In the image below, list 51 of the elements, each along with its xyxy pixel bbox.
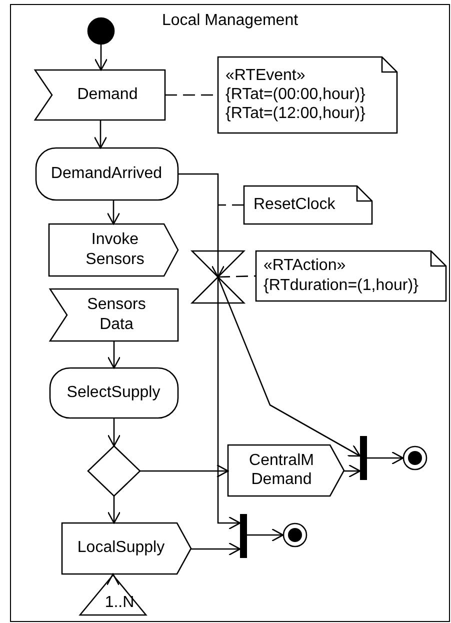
node-label: SelectSupply <box>66 382 160 402</box>
arrow <box>367 451 404 465</box>
join-bar <box>360 436 366 480</box>
note-text: ResetClock <box>254 194 336 214</box>
note-text: {RTat=(12:00,hour)} <box>226 104 366 124</box>
arrow <box>94 44 108 71</box>
decision-diamond <box>88 446 140 496</box>
hourglass-shape <box>192 250 244 302</box>
initial-node <box>88 18 114 44</box>
join-bar <box>240 514 246 558</box>
final-node <box>402 446 426 470</box>
send-signal-shape <box>62 522 190 574</box>
arrow <box>106 200 120 225</box>
node-label: LocalSupply <box>77 538 165 558</box>
send-signal-shape <box>228 444 344 496</box>
action-box <box>50 368 178 418</box>
note-box <box>244 186 372 224</box>
note-box <box>218 56 396 132</box>
arrow <box>344 464 361 478</box>
note-text: «RTAction» <box>264 256 346 276</box>
arrow <box>178 173 225 278</box>
node-label: DemandArrived <box>50 164 162 184</box>
dashed-line <box>218 275 256 278</box>
accept-event-shape <box>50 288 178 340</box>
arrow <box>140 464 229 478</box>
arrow <box>107 341 121 369</box>
note-text: {RTduration=(1,hour)} <box>264 276 418 295</box>
note-box <box>256 250 446 300</box>
arrow <box>107 418 121 447</box>
node-label: 1..N <box>104 592 134 612</box>
arrow <box>94 120 108 149</box>
activity-frame <box>10 4 450 622</box>
node-label: Sensors Data <box>86 295 147 334</box>
arrow <box>107 496 121 524</box>
arrow <box>191 542 241 556</box>
arrow <box>247 528 284 542</box>
frame-title: Local Management <box>162 11 298 30</box>
node-label: Demand <box>77 84 138 104</box>
send-signal-shape <box>48 224 178 276</box>
accept-event-shape <box>34 70 164 120</box>
final-node <box>282 522 306 546</box>
arrow <box>217 277 241 530</box>
triangle-shape <box>80 574 146 614</box>
node-label: CentralM Demand <box>248 450 315 490</box>
arrow <box>217 276 361 457</box>
node-label: Invoke Sensors <box>84 230 146 269</box>
action-box <box>36 148 178 200</box>
note-text: {RTat=(00:00,hour)} <box>226 84 366 104</box>
dashed-line <box>218 204 244 206</box>
arrow <box>106 573 120 586</box>
note-text: «RTEvent» <box>226 66 306 85</box>
